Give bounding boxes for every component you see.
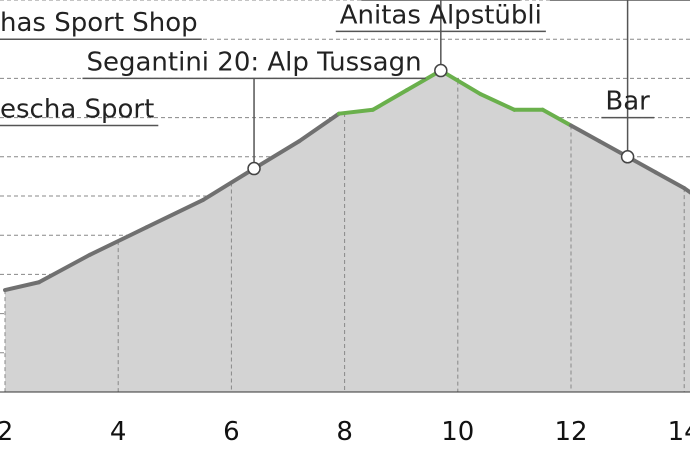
elevation-segment xyxy=(370,88,409,112)
poi-marker xyxy=(620,150,635,164)
x-tick-label: 8 xyxy=(336,417,353,447)
elevation-fill xyxy=(5,70,690,392)
x-tick-label: 10 xyxy=(441,417,474,447)
elevation-segment xyxy=(252,139,302,171)
elevation-segment xyxy=(682,186,690,195)
elevation-segment xyxy=(653,170,687,191)
elevation-area xyxy=(0,70,690,393)
elevation-segment xyxy=(297,111,341,144)
x-axis-ticks: 2 4 6 8 10 12 14 xyxy=(0,417,690,447)
elevation-segment xyxy=(201,166,257,202)
poi-marker xyxy=(434,63,448,78)
elevation-segment xyxy=(540,107,573,128)
x-tick-label: 12 xyxy=(554,417,587,447)
elevation-segment xyxy=(478,92,517,112)
x-tick-label: 4 xyxy=(110,417,127,447)
elevation-segment xyxy=(36,252,92,285)
poi-label: Bar xyxy=(605,87,650,117)
poi-label: Anitas Alpstübli xyxy=(340,0,542,30)
x-tick-label: 2 xyxy=(0,417,13,447)
elevation-segment xyxy=(3,280,41,293)
elevation-segment xyxy=(87,225,149,257)
x-tick-label: 6 xyxy=(223,417,240,447)
elevation-segment xyxy=(144,197,206,230)
elevation-segment xyxy=(438,68,483,97)
poi-label: Segantini 20: Alp Tussagn xyxy=(86,47,421,77)
poi-label: escha Sport xyxy=(0,94,154,124)
x-tick-label: 14 xyxy=(668,417,690,447)
poi-label: has Sport Shop xyxy=(0,8,198,38)
elevation-segment xyxy=(336,107,375,116)
elevation-line xyxy=(3,68,690,293)
elevation-segment xyxy=(569,123,602,144)
poi-marker xyxy=(247,161,261,176)
